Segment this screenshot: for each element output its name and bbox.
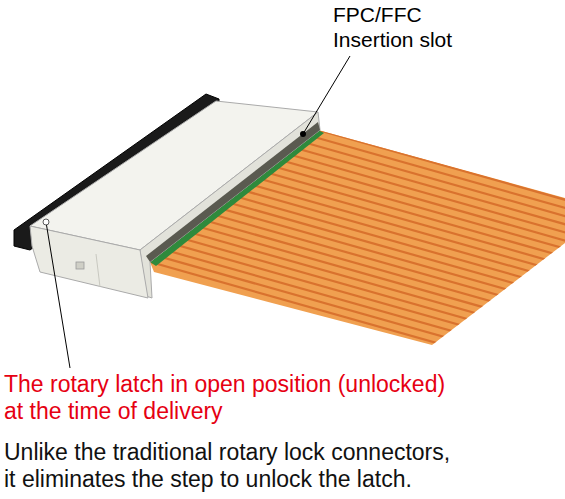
conductor-line — [245, 166, 565, 285]
callout-dot — [300, 131, 306, 137]
conductor-line — [161, 232, 565, 351]
conductor-line — [176, 220, 565, 339]
conductor-line — [237, 172, 565, 291]
housing-edge — [96, 254, 100, 287]
conductor-line — [199, 202, 565, 321]
callout-label: FPC/FFC Insertion slot — [333, 2, 493, 52]
leader-line — [46, 222, 70, 368]
leader-line — [303, 56, 350, 134]
connector-front-face — [140, 112, 320, 298]
conductor-line — [191, 208, 565, 327]
housing-tab — [76, 262, 84, 269]
description-text: Unlike the traditional rotary lock conne… — [4, 439, 459, 493]
conductor-line — [229, 178, 565, 297]
connector-end-face — [30, 226, 148, 298]
conductor-line — [275, 142, 565, 261]
insertion-slot — [146, 122, 320, 262]
conductor-line — [298, 124, 565, 243]
conductor-line — [168, 226, 565, 345]
conductor-line — [290, 130, 565, 249]
callout-dot — [43, 219, 49, 225]
note-text: The rotary latch in open position (unloc… — [4, 371, 459, 425]
